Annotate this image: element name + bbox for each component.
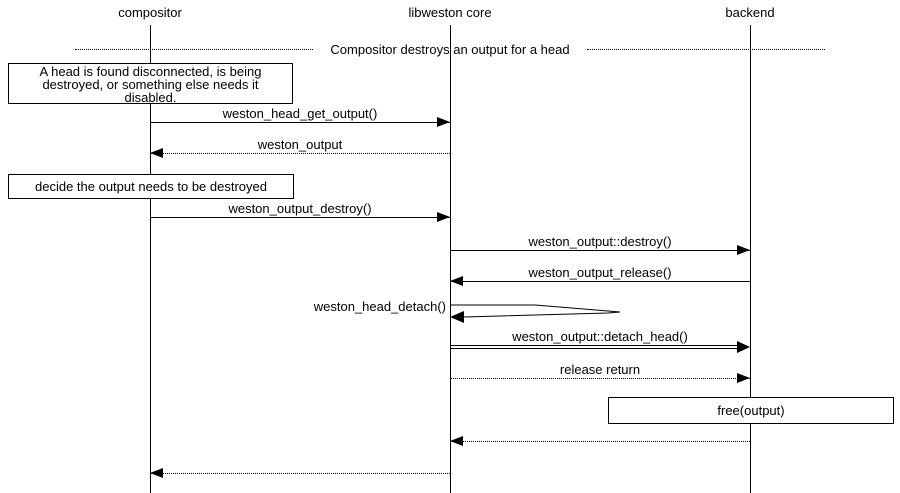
arrowhead-left-icon — [150, 148, 163, 158]
message-line — [150, 153, 450, 154]
note-line: free(output) — [717, 403, 785, 418]
note-head-disconnected: A head is found disconnected, is being d… — [8, 63, 293, 104]
arrowhead-right-icon — [437, 212, 450, 222]
message-line — [450, 378, 750, 379]
message-label-release-return: release return — [559, 362, 641, 377]
message-label-weston-output-destroy: weston_output_destroy() — [228, 201, 372, 216]
note-line: destroyed, or something else needs it — [42, 77, 259, 92]
message-line — [150, 473, 450, 474]
note-line: disabled. — [124, 90, 177, 105]
message-label-weston-head-get-output: weston_head_get_output() — [222, 106, 378, 121]
message-line — [450, 345, 740, 346]
message-line — [450, 250, 750, 251]
message-label-weston-output-detach-head: weston_output::detach_head() — [512, 329, 688, 344]
lifeline-libweston-core — [450, 25, 451, 493]
arrowhead-right-icon — [737, 341, 750, 353]
note-line: decide the output needs to be destroyed — [34, 179, 267, 194]
actor-label-libweston-core: libweston core — [408, 5, 492, 20]
message-line — [450, 441, 750, 442]
lifeline-compositor — [150, 25, 151, 493]
message-line — [150, 122, 450, 123]
actor-label-compositor: compositor — [118, 5, 182, 20]
message-label-weston-output-release: weston_output_release() — [528, 265, 672, 280]
message-label-weston-output-vfunc-destroy: weston_output::destroy() — [528, 234, 672, 249]
self-call-arrow — [450, 304, 620, 323]
note-decide-destroy: decide the output needs to be destroyed — [8, 174, 294, 199]
divider-line-left — [75, 49, 313, 50]
message-line — [450, 281, 750, 282]
arrowhead-right-icon — [737, 373, 750, 383]
lifeline-backend — [750, 25, 751, 493]
message-label-weston-output: weston_output — [257, 137, 343, 152]
message-label-weston-head-detach: weston_head_detach() — [313, 299, 446, 314]
arrowhead-left-icon — [450, 436, 463, 446]
divider-line-right — [587, 49, 825, 50]
note-line: A head is found disconnected, is being — [39, 64, 262, 79]
arrowhead-right-icon — [737, 245, 750, 255]
message-line — [150, 217, 450, 218]
divider-title: Compositor destroys an output for a head — [330, 42, 570, 57]
arrowhead-left-icon — [150, 468, 163, 478]
actor-label-backend: backend — [725, 5, 775, 20]
arrowhead-left-icon — [450, 276, 463, 286]
message-line — [450, 348, 740, 349]
note-free-output: free(output) — [608, 397, 894, 424]
arrowhead-right-icon — [437, 117, 450, 127]
